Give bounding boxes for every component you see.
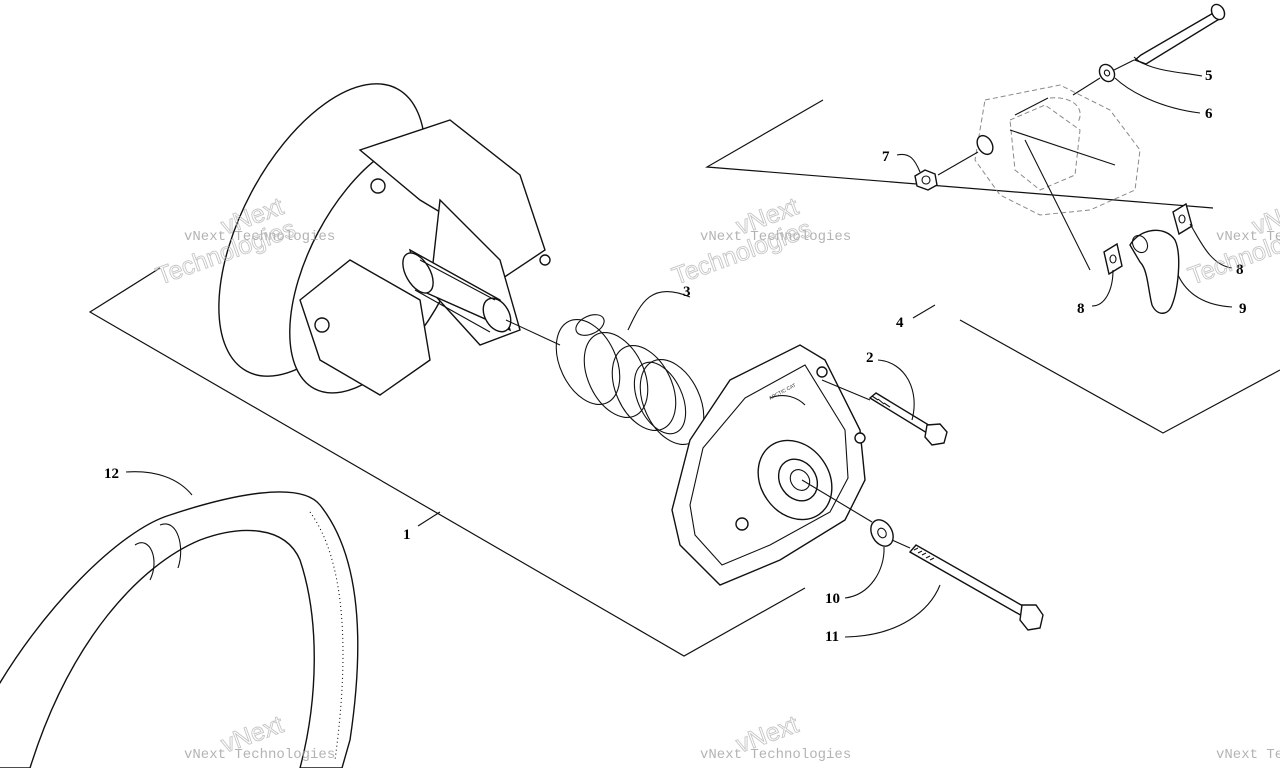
- drive-belt: [0, 491, 359, 768]
- drive-clutch-assembly: [218, 83, 551, 396]
- callout-11: 11: [825, 629, 839, 645]
- weight-arm-assembly: [974, 84, 1141, 271]
- washer-6: [1098, 63, 1116, 83]
- callout-8a: 8: [1077, 301, 1085, 317]
- leader-lines: [125, 61, 1233, 638]
- callout-1: 1: [403, 527, 411, 543]
- watermark-bottom-center: vNext Technologies vNext: [700, 710, 851, 763]
- svg-text:vNext Technologies: vNext Technologies: [700, 229, 851, 245]
- callout-12: 12: [104, 466, 119, 482]
- lock-nut: [914, 169, 938, 191]
- spring: [555, 314, 705, 446]
- pivot-pin: [1133, 3, 1226, 65]
- assembly-guide-lines: [505, 59, 1135, 549]
- assembly-1-boundary: [88, 267, 806, 657]
- callout-5: 5: [1205, 68, 1213, 84]
- long-bolt: [908, 544, 1044, 631]
- clutch-cover: ARCTIC CAT: [671, 344, 866, 586]
- svg-text:vNext Technologies: vNext Technologies: [184, 747, 335, 763]
- callout-4: 4: [896, 315, 904, 331]
- bushing-8a: [1103, 242, 1123, 276]
- bushing-8b: [1172, 202, 1193, 236]
- watermark-top-center: vNext Technologies vNext Technologies: [668, 192, 851, 291]
- weight-arm: [1129, 229, 1180, 314]
- watermark-bottom-right: vNext Technologies: [1216, 747, 1280, 763]
- svg-text:vNext Technologies: vNext Technologies: [1216, 747, 1280, 763]
- cover-bolt: [868, 392, 948, 446]
- watermark-bottom-left: vNext Technologies vNext: [184, 710, 335, 763]
- callout-8b: 8: [1236, 262, 1244, 278]
- svg-text:vNext Technologies: vNext Technologies: [700, 747, 851, 763]
- washer-10: [870, 519, 894, 547]
- callout-3: 3: [683, 284, 691, 300]
- svg-text:vNext Technologies: vNext Technologies: [184, 229, 335, 245]
- callout-2: 2: [866, 350, 874, 366]
- callout-6: 6: [1205, 106, 1213, 122]
- callout-9: 9: [1239, 301, 1247, 317]
- assembly-4-boundary: [705, 99, 1280, 434]
- callout-10: 10: [825, 591, 840, 607]
- svg-text:vNext Technologies: vNext Technologies: [1216, 229, 1280, 245]
- callout-7: 7: [882, 149, 890, 165]
